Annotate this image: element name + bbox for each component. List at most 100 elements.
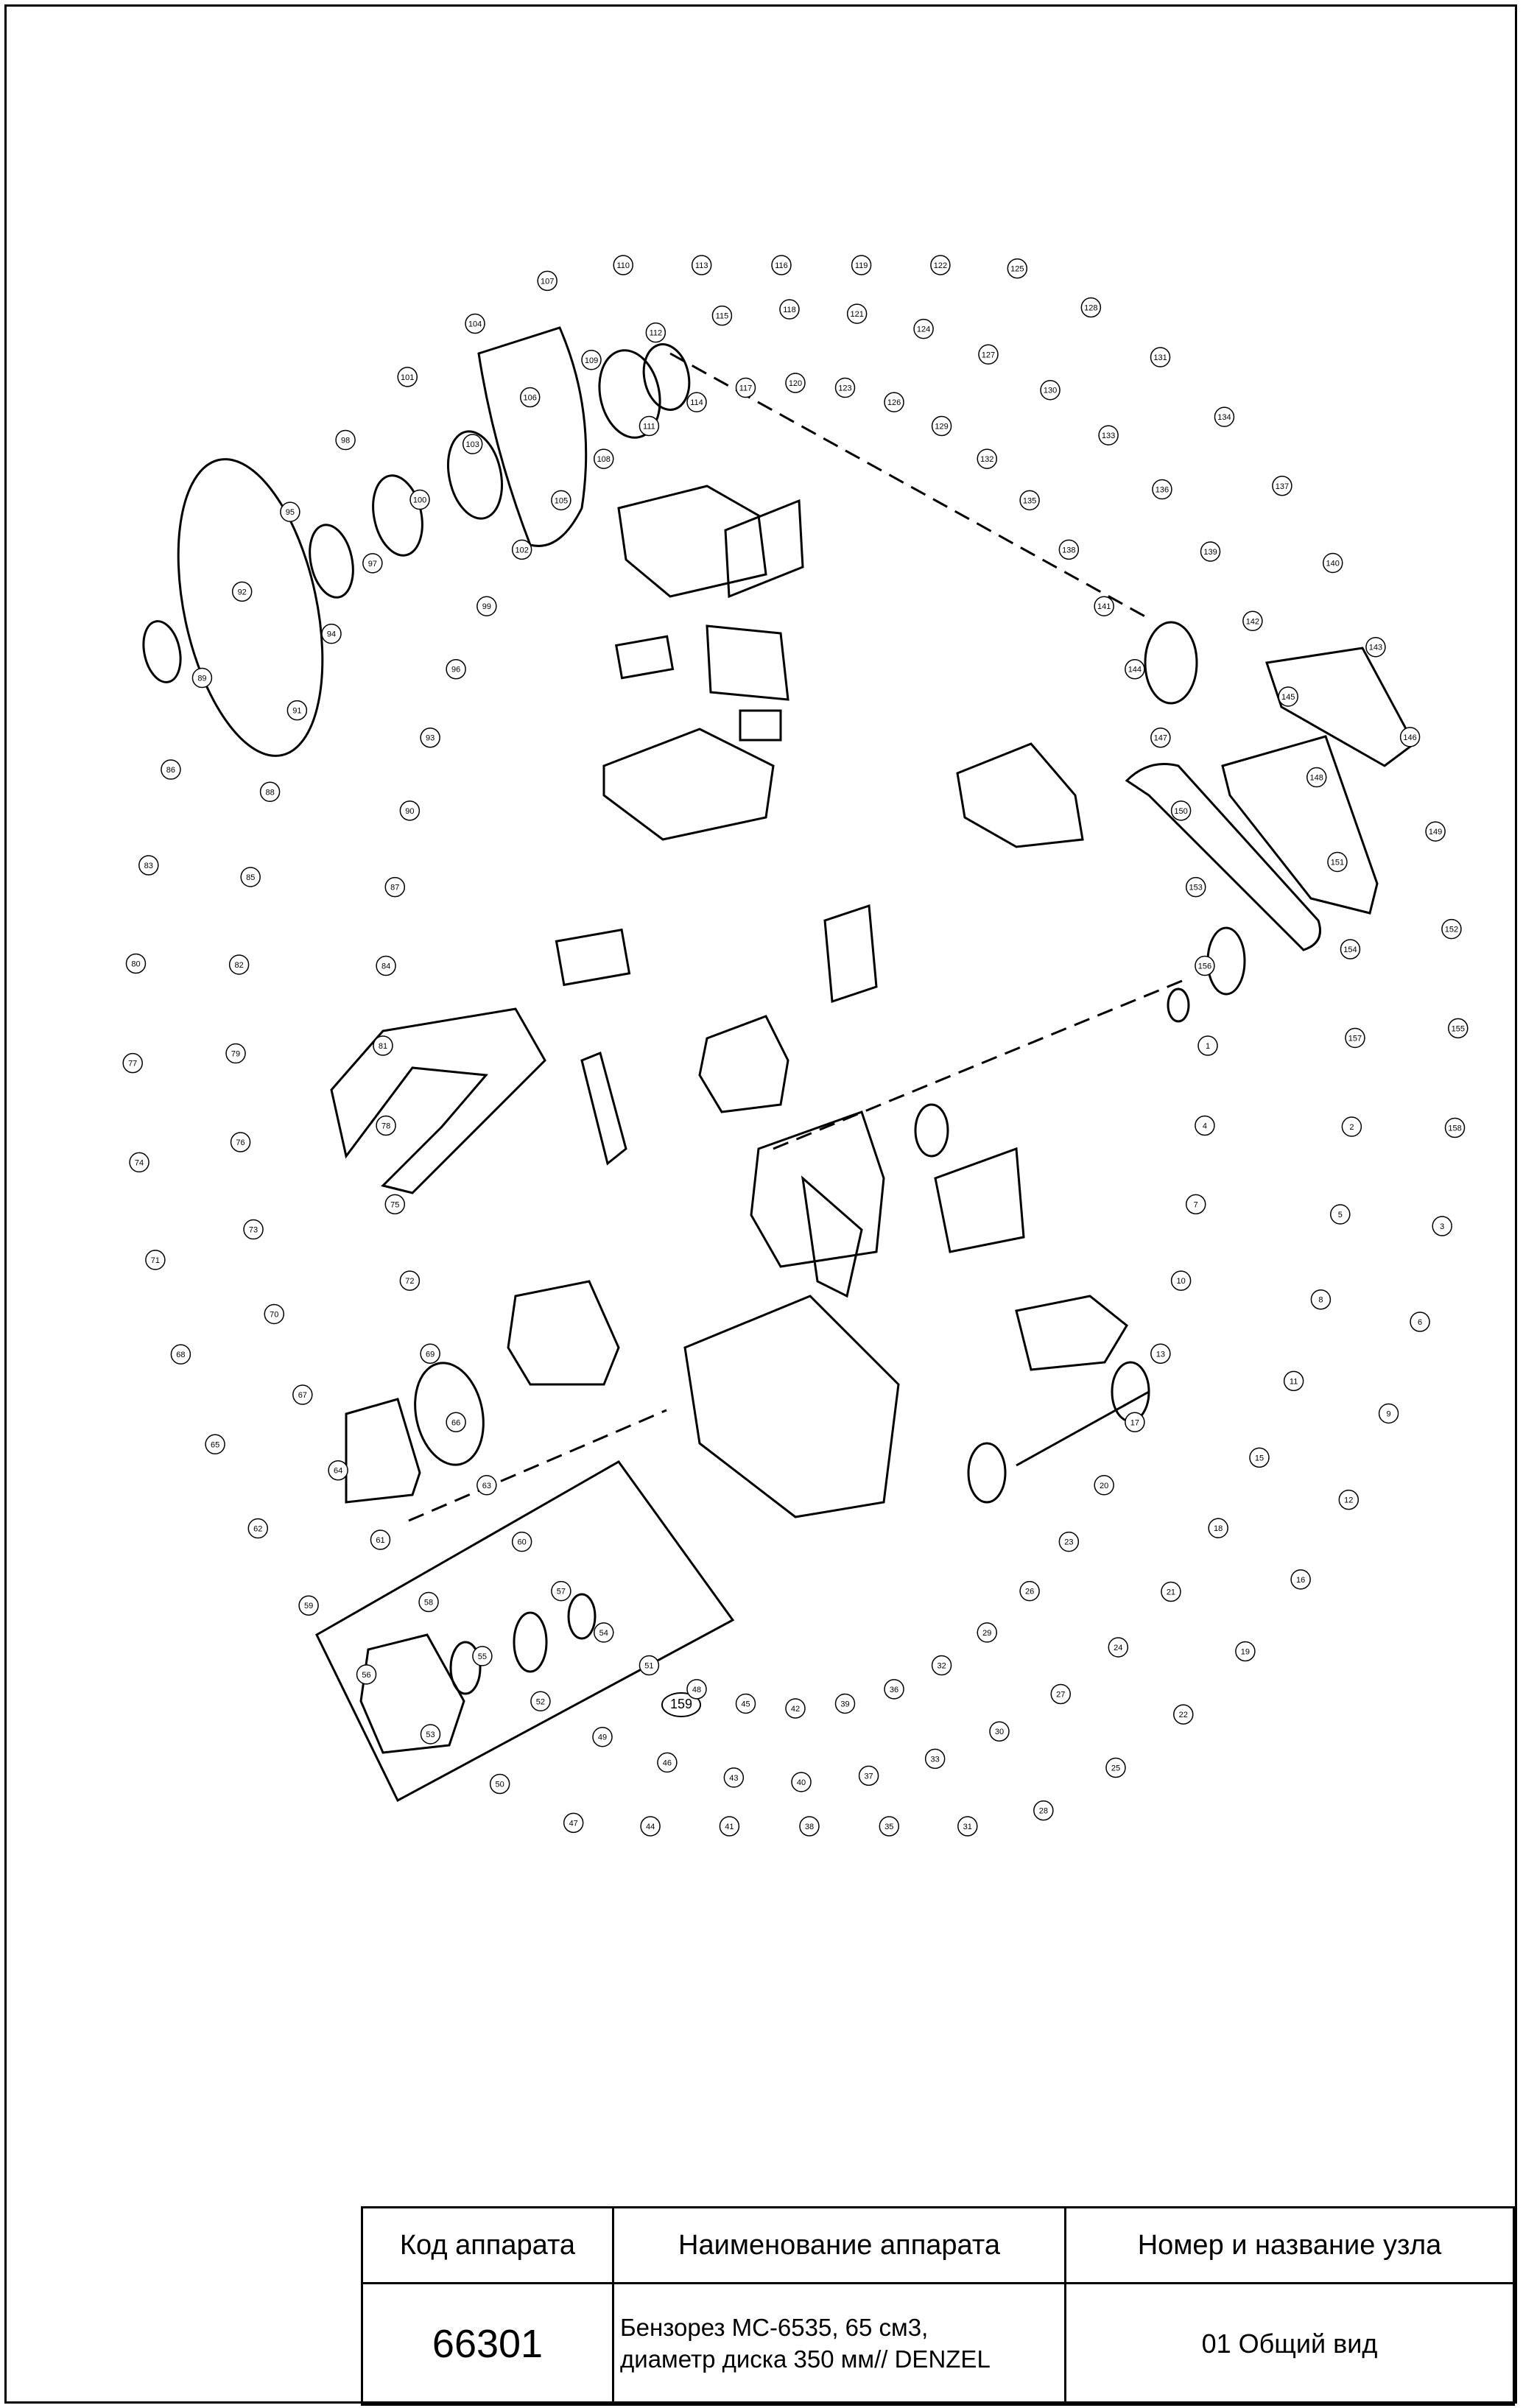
part-number-136: 136 xyxy=(1156,486,1169,495)
part-number-140: 140 xyxy=(1326,559,1340,568)
part-number-97: 97 xyxy=(368,560,377,568)
assembly-line-1 xyxy=(669,352,1150,620)
part-callout-149: 149 xyxy=(1425,821,1446,842)
part-callout-6: 6 xyxy=(1410,1312,1430,1332)
filter-element xyxy=(614,635,675,680)
part-number-124: 124 xyxy=(917,325,930,334)
part-callout-84: 84 xyxy=(376,955,396,976)
part-number-68: 68 xyxy=(176,1351,185,1359)
part-callout-137: 137 xyxy=(1272,476,1292,496)
cylinder xyxy=(698,1015,789,1113)
part-number-70: 70 xyxy=(270,1310,278,1319)
part-callout-134: 134 xyxy=(1214,406,1235,427)
part-number-157: 157 xyxy=(1348,1034,1362,1043)
part-number-115: 115 xyxy=(716,312,729,321)
part-number-33: 33 xyxy=(931,1755,940,1764)
header-code: Код аппарата xyxy=(361,2206,614,2284)
part-number-67: 67 xyxy=(298,1391,307,1400)
part-callout-2: 2 xyxy=(1341,1116,1362,1137)
part-number-30: 30 xyxy=(995,1728,1004,1736)
cutting-disc xyxy=(177,458,324,757)
wheel-right xyxy=(1111,1361,1150,1423)
gasket xyxy=(706,624,789,701)
part-callout-151: 151 xyxy=(1327,851,1348,873)
part-callout-136: 136 xyxy=(1152,479,1172,500)
part-number-54: 54 xyxy=(599,1629,608,1638)
part-number-63: 63 xyxy=(482,1482,491,1490)
part-number-10: 10 xyxy=(1176,1277,1185,1286)
part-callout-114: 114 xyxy=(686,392,707,412)
part-number-102: 102 xyxy=(515,546,528,555)
flywheel xyxy=(414,1362,485,1466)
belt-guard xyxy=(1265,647,1415,767)
assembly-line-3 xyxy=(408,1409,667,1522)
part-number-131: 131 xyxy=(1153,353,1167,362)
part-number-9: 9 xyxy=(1386,1409,1390,1418)
fan-cover xyxy=(345,1398,421,1504)
part-number-48: 48 xyxy=(692,1686,701,1694)
part-number-51: 51 xyxy=(644,1662,653,1671)
part-number-147: 147 xyxy=(1154,734,1167,743)
part-number-76: 76 xyxy=(236,1138,245,1147)
part-number-152: 152 xyxy=(1445,926,1458,934)
part-callout-1: 1 xyxy=(1197,1035,1218,1056)
part-callout-93: 93 xyxy=(420,727,440,748)
part-number-46: 46 xyxy=(663,1759,672,1767)
part-callout-46: 46 xyxy=(657,1752,678,1773)
part-callout-9: 9 xyxy=(1378,1403,1399,1424)
part-callout-65: 65 xyxy=(205,1434,225,1455)
part-callout-142: 142 xyxy=(1242,610,1263,632)
seal-ring xyxy=(642,343,691,411)
part-number-153: 153 xyxy=(1189,884,1203,893)
part-callout-26: 26 xyxy=(1019,1580,1040,1602)
part-number-80: 80 xyxy=(131,960,140,968)
part-callout-53: 53 xyxy=(420,1724,441,1745)
part-callout-100: 100 xyxy=(409,489,430,510)
part-number-105: 105 xyxy=(555,496,568,505)
part-callout-19: 19 xyxy=(1235,1641,1256,1662)
part-number-130: 130 xyxy=(1044,387,1057,395)
part-number-86: 86 xyxy=(166,766,175,775)
part-number-122: 122 xyxy=(934,261,947,270)
part-number-103: 103 xyxy=(466,440,479,449)
part-callout-57: 57 xyxy=(551,1580,571,1602)
part-callout-83: 83 xyxy=(138,855,159,876)
part-callout-122: 122 xyxy=(930,255,951,275)
handle-bar xyxy=(330,1007,546,1194)
part-callout-139: 139 xyxy=(1200,541,1221,562)
part-callout-38: 38 xyxy=(799,1816,820,1837)
part-number-108: 108 xyxy=(597,455,611,464)
outer-flange xyxy=(142,620,182,683)
part-number-85: 85 xyxy=(246,873,255,882)
part-number-104: 104 xyxy=(468,320,482,328)
filter-housing xyxy=(602,728,775,841)
part-number-2: 2 xyxy=(1349,1123,1354,1132)
part-callout-51: 51 xyxy=(639,1655,660,1676)
part-callout-101: 101 xyxy=(397,367,418,387)
part-callout-118: 118 xyxy=(779,299,800,320)
callout-group: 159 xyxy=(661,1692,701,1717)
part-number-146: 146 xyxy=(1403,733,1416,742)
part-callout-39: 39 xyxy=(834,1693,856,1714)
part-callout-112: 112 xyxy=(645,322,666,343)
part-callout-66: 66 xyxy=(446,1412,466,1433)
part-callout-128: 128 xyxy=(1080,297,1102,318)
part-callout-143: 143 xyxy=(1365,636,1386,658)
part-number-89: 89 xyxy=(197,675,206,683)
part-callout-119: 119 xyxy=(851,255,872,275)
blade-guard xyxy=(477,326,588,547)
part-number-144: 144 xyxy=(1128,666,1142,675)
part-callout-60: 60 xyxy=(511,1531,532,1552)
part-number-20: 20 xyxy=(1100,1482,1108,1490)
fuel-tank xyxy=(683,1295,900,1518)
part-callout-105: 105 xyxy=(551,490,571,511)
part-number-113: 113 xyxy=(695,261,708,270)
part-callout-20: 20 xyxy=(1094,1475,1114,1496)
part-callout-29: 29 xyxy=(977,1622,997,1643)
part-number-116: 116 xyxy=(775,261,788,270)
part-number-83: 83 xyxy=(144,862,153,870)
exploded-parts-diagram: 159 123456789101112131516171819202122232… xyxy=(122,255,1469,1837)
part-callout-42: 42 xyxy=(785,1698,806,1719)
part-callout-37: 37 xyxy=(858,1765,879,1786)
part-callout-140: 140 xyxy=(1322,552,1343,574)
